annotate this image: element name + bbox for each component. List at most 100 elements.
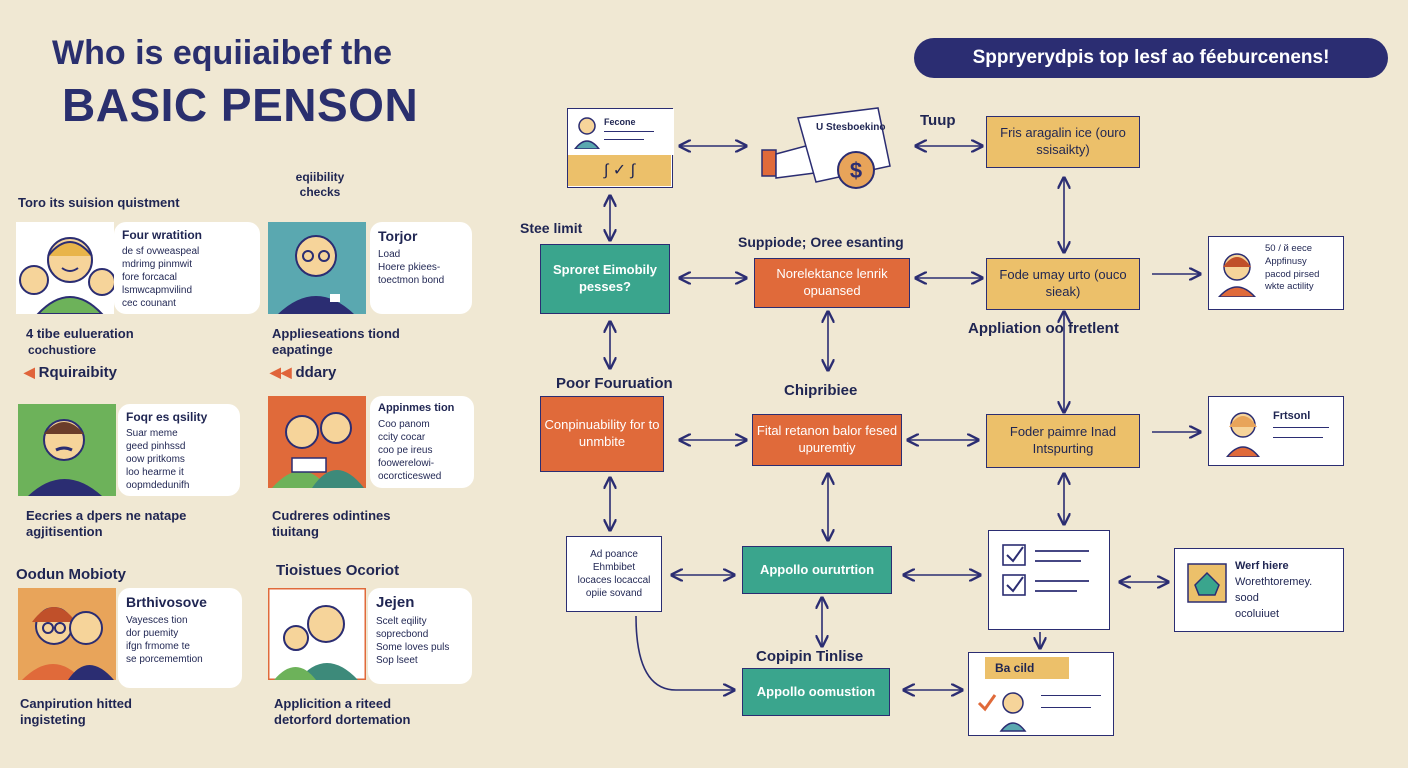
orange-marker-icon: ◀	[24, 364, 39, 380]
node-werf: Werf hiere Worethtoremey. sood ocoluiuet	[1174, 548, 1344, 632]
person-card-1-line: Appfinusy	[1265, 255, 1307, 267]
node-ad: Ad poance Ehmbibet locaces locaccal opii…	[566, 536, 662, 612]
family-avatar-icon	[16, 222, 114, 314]
person-card-1-line: pacod pirsed	[1265, 268, 1320, 280]
caption-6: Applicition a riteed detorford dortemati…	[274, 696, 411, 728]
card-4-title: Appinmes tion	[378, 402, 455, 414]
node-foder: Foder paimre Inad Intspurting	[986, 414, 1140, 468]
card-4-line: ocorcticeswed	[378, 470, 442, 482]
marker-2: ◀◀ ddary	[270, 364, 336, 381]
card-4-line: foowerelowi-	[378, 457, 435, 469]
document-coin-illustration: $ U Stesboekino	[758, 100, 908, 190]
document-coin-icon: $	[761, 107, 891, 189]
label-chipribiee: Chipribiee	[784, 382, 858, 399]
card-4-line: Coo panom	[378, 418, 430, 430]
node-fodeumay: Fode umay urto (ouco sieak)	[986, 258, 1140, 310]
document-label: U Stesboekino	[816, 122, 886, 133]
couple-glasses-avatar-icon	[18, 588, 116, 680]
card-5-line: ifgn frmome te	[126, 640, 190, 652]
node-ad-line: opiie sovand	[585, 588, 643, 599]
header-banner: Sppryerydpis top lesf ао féeburcenens!	[914, 38, 1388, 78]
node-ad-line: Ehmbibet	[592, 562, 636, 573]
id-card-title: Fecone	[604, 117, 636, 127]
card-6-line: Some loves puls	[376, 641, 450, 653]
node-baciid-title: Ba cild	[985, 657, 1069, 679]
marker-1: ◀ Rquiraibity	[24, 364, 117, 381]
man-avatar-icon	[18, 404, 116, 496]
card-5-line: se porcememtion	[126, 653, 203, 665]
profile-card-3: Foqr es qsility Suar meme geed pinhssd o…	[18, 404, 250, 496]
card-4-line: coo pe ireus	[378, 444, 433, 456]
card-2-line: Load	[378, 248, 401, 260]
card-6-line: Scelt eqility	[376, 615, 427, 627]
heading-5: Oodun Mobioty	[16, 566, 126, 583]
node-ad-line: Ad poance	[590, 549, 638, 560]
person-icon	[574, 117, 600, 149]
node-appollo-1: Appollo ourutrtion	[742, 546, 892, 594]
marker-2-text: ddary	[295, 364, 337, 381]
check-person-icon	[977, 692, 1027, 732]
card-3-line: oow pritkoms	[126, 454, 185, 465]
card-2-title: Torjor	[378, 228, 418, 244]
col2-heading: eqiibility checks	[295, 170, 345, 199]
node-final: Fital retanon balor fesed upuremtiy	[752, 414, 902, 466]
card-1-line: lsmwcapmvilind	[122, 285, 193, 296]
label-poor: Poor Fouruation	[556, 375, 673, 392]
node-werf-line: ocoluiuet	[1235, 607, 1280, 620]
card-1-line: fore forcacal	[122, 272, 178, 283]
card-4-line: ccity cocar	[378, 431, 426, 443]
card-2-line: Hoere pkiees-	[378, 261, 441, 273]
person-card-1: 50 / й eece Appfinusy pacod pirsed wkte …	[1208, 236, 1344, 310]
woman-avatar-icon	[1217, 253, 1257, 297]
card-1-line: cec counant	[122, 298, 176, 309]
node-top-right: Fris aragalin ice (ouro ssisaikty)	[986, 116, 1140, 168]
elder-man-avatar-icon	[268, 222, 366, 314]
person-card-2-title: Frtsonl	[1273, 410, 1311, 422]
node-werf-line: Worethtoremey.	[1235, 575, 1313, 588]
card-5-line: dor puemity	[126, 627, 179, 639]
profile-card-5: Brthivosove Vayesces tion dor puemity if…	[18, 588, 250, 688]
label-appliation: Appliation oo fretlent	[968, 320, 1119, 337]
grandparent-child-avatar-icon	[268, 588, 366, 680]
page-title-line1: Who is equiiaibef the	[52, 34, 393, 72]
node-werf-line: sood	[1235, 591, 1259, 604]
label-suppiode: Suppiode; Oree esanting	[738, 234, 904, 250]
card-1-title: Four wratition	[122, 228, 202, 242]
card-6-title: Jejen	[376, 594, 415, 611]
card-5-title: Brthivosove	[126, 594, 207, 610]
couple-avatar-icon	[268, 396, 366, 488]
node-baciid: Ba cild	[968, 652, 1114, 736]
node-ad-line: locaces locaccal	[577, 575, 651, 586]
node-sproret: Sproret Eimobily pesses?	[540, 244, 670, 314]
node-appollo-2: Appollo oomustion	[742, 668, 890, 716]
card-1-line: mdrimg pinmwit	[122, 259, 193, 270]
card-5-line: Vayesces tion	[126, 614, 188, 626]
caption-1b: cochustiore	[28, 343, 97, 357]
caption-1a: 4 tibe eulueration	[26, 326, 134, 341]
profile-card-2: Torjor Load Hoere pkiees- toectmon bond	[268, 222, 500, 314]
profile-card-6: Jejen Scelt eqility soprecbond Some love…	[268, 588, 500, 684]
caption-3: Eecries a dpers ne natape agjitisention	[26, 508, 187, 540]
caption-4: Cudreres odintines tiuitang	[272, 508, 391, 540]
card-3-line: oopmdedunifh	[126, 480, 190, 491]
card-1-line: de sf ovweaspeal	[122, 246, 200, 257]
person-card-2: Frtsonl	[1208, 396, 1344, 466]
card-3-line: geed pinhssd	[126, 441, 186, 452]
caption-2: Applieseations tiond eapatinge	[272, 326, 400, 358]
page-title-line2: BASIC PENSON	[62, 79, 419, 131]
caption-5: Canpirution hitted ingisteting	[20, 696, 132, 728]
card-6-line: soprecbond	[376, 628, 429, 640]
id-card: Fecone ∫ ✓ ∫	[567, 108, 674, 188]
heading-6: Tioistues Ocoriot	[276, 562, 400, 579]
checklist-card	[988, 530, 1110, 630]
card-3-line: Suar meme	[126, 428, 178, 439]
orange-marker-icon: ◀◀	[270, 364, 296, 380]
node-conpinuability: Conpinuability for to unmbite	[540, 396, 664, 472]
girl-avatar-icon	[1226, 412, 1260, 457]
house-icon	[1187, 563, 1227, 603]
person-card-1-line: 50 / й eece	[1265, 243, 1313, 254]
card-3-title: Foqr es qsility	[126, 410, 208, 424]
profile-card-4: Appinmes tion Coo panom ccity cocar coo …	[268, 396, 500, 488]
card-2-line: toectmon bond	[378, 274, 445, 286]
signature-icon: ∫ ✓ ∫	[568, 155, 671, 186]
